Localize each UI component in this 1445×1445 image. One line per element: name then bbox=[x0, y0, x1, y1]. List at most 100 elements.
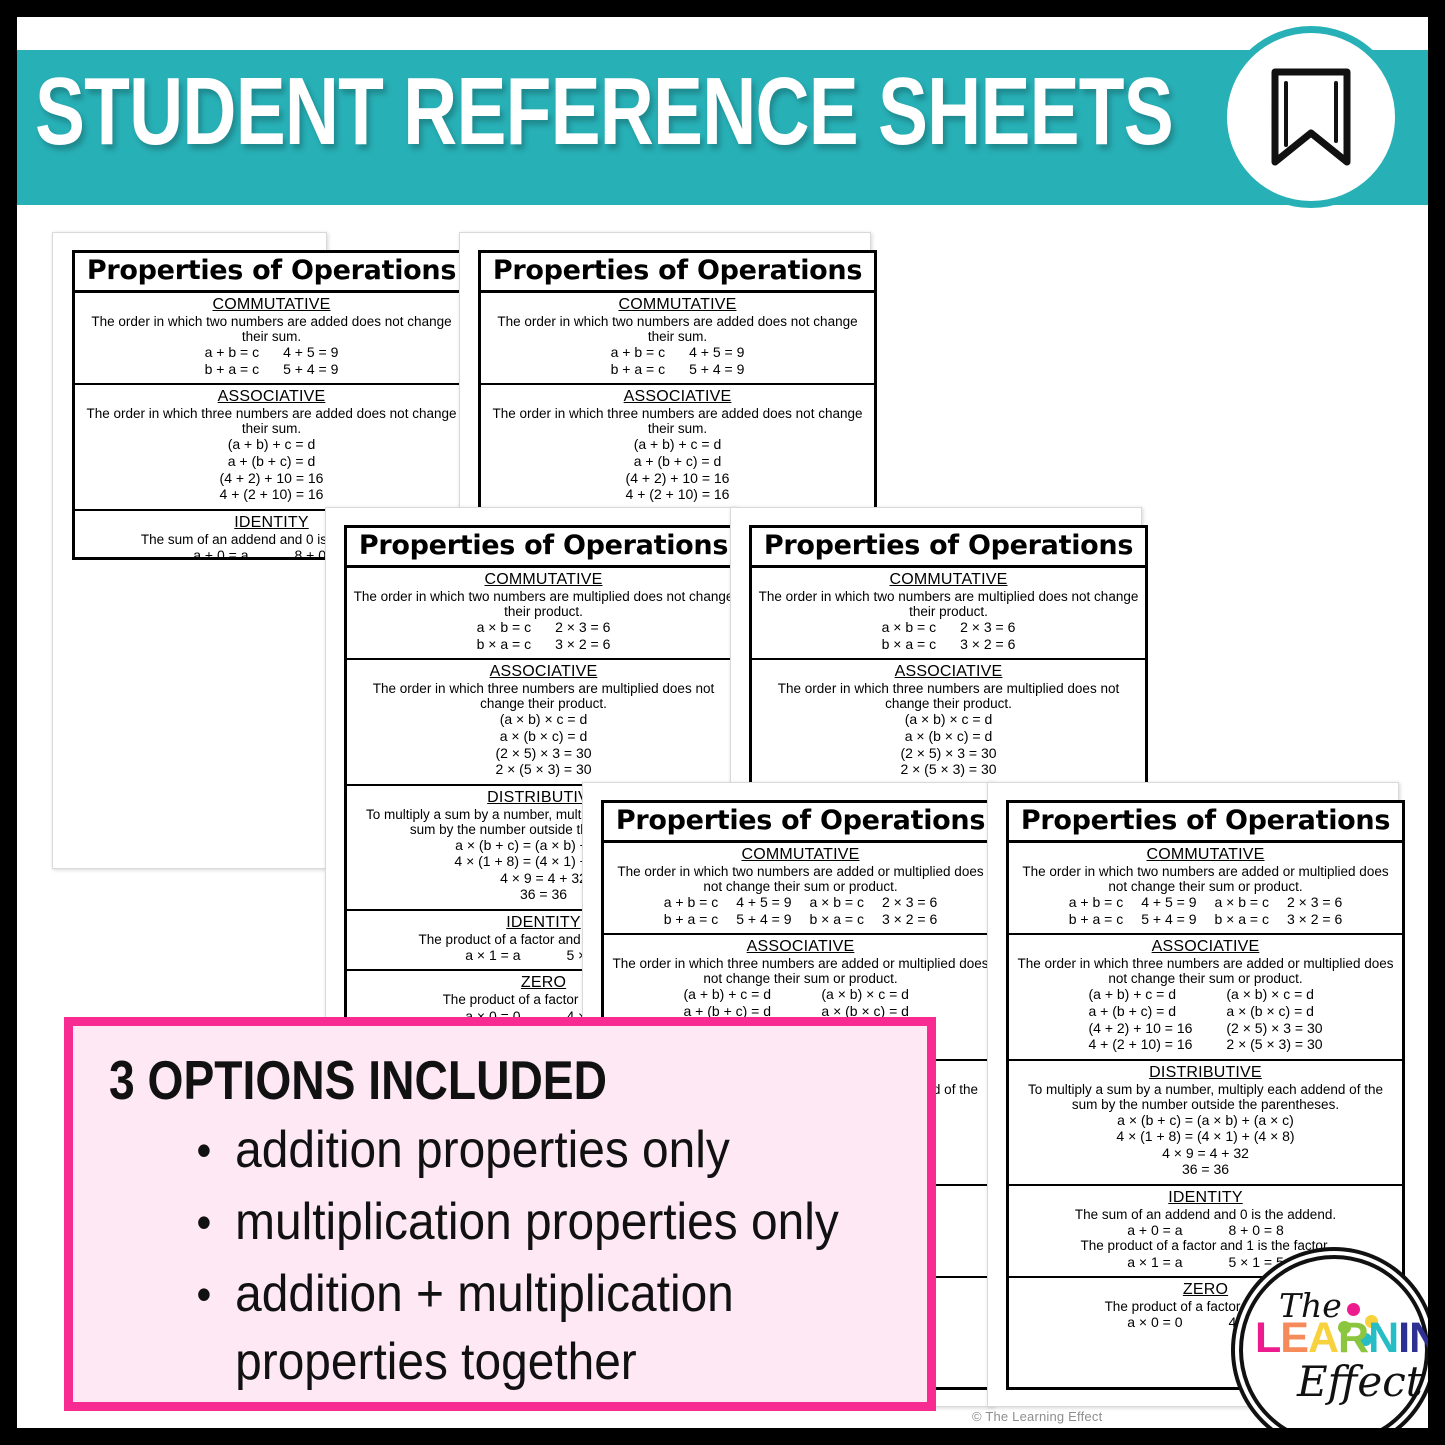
prop-equation: a × b = c b × a = c bbox=[881, 619, 937, 652]
prop-name: COMMUTATIVE bbox=[212, 296, 331, 313]
prop-commutative: COMMUTATIVE The order in which two numbe… bbox=[75, 293, 468, 386]
gear-icon bbox=[1365, 1315, 1378, 1328]
prop-description: The order in which two numbers are multi… bbox=[353, 589, 734, 620]
prop-commutative: COMMUTATIVE The order in which two numbe… bbox=[752, 568, 1145, 661]
logo-learning-text: LEARNING bbox=[1255, 1314, 1428, 1363]
logo-the-text: The bbox=[1279, 1286, 1342, 1325]
prop-commutative: COMMUTATIVE The order in which two numbe… bbox=[347, 568, 740, 661]
list-item: multiplication properties only bbox=[191, 1188, 872, 1256]
options-callout: 3 OPTIONS INCLUDED addition properties o… bbox=[64, 1017, 936, 1411]
logo-effect-text: Effect bbox=[1297, 1357, 1423, 1406]
prop-name: IDENTITY bbox=[234, 513, 309, 531]
prop-equation: 2 × 3 = 6 3 × 2 = 6 bbox=[960, 619, 1016, 652]
prop-description: The order in which three numbers are add… bbox=[86, 406, 457, 437]
prop-associative: ASSOCIATIVE The order in which three num… bbox=[347, 660, 740, 786]
prop-name: DISTRIBUTIVE bbox=[1149, 1063, 1262, 1081]
logo-letter: I bbox=[1398, 1314, 1410, 1362]
prop-description: The order in which three numbers are mul… bbox=[777, 681, 1120, 712]
prop-identity: IDENTITY The sum of an addend and 0 is t… bbox=[1009, 1186, 1402, 1279]
prop-associative: ASSOCIATIVE The order in which three num… bbox=[1009, 935, 1402, 1061]
copyright-text: © The Learning Effect bbox=[972, 1409, 1103, 1424]
prop-equation: 2 × 3 = 6 3 × 2 = 6 bbox=[1286, 894, 1343, 927]
prop-equation: a + b = c b + a = c bbox=[663, 894, 719, 927]
learning-effect-logo: The LEARNING Effect bbox=[1239, 1255, 1428, 1428]
bookmark-icon bbox=[1268, 63, 1354, 171]
prop-name: COMMUTATIVE bbox=[889, 571, 1008, 588]
prop-associative: ASSOCIATIVE The order in which three num… bbox=[752, 660, 1145, 783]
prop-equation: a × b = c b × a = c bbox=[809, 894, 864, 927]
list-item: addition + multiplication properties tog… bbox=[191, 1260, 872, 1396]
logo-letter: N bbox=[1368, 1314, 1399, 1362]
prop-equation: (a × b) × c = d a × (b × c) = d (2 × 5) … bbox=[900, 711, 997, 778]
prop-equation: a + b = c b + a = c bbox=[610, 344, 666, 377]
card-title: Properties of Operations bbox=[481, 253, 874, 293]
list-item: addition properties only bbox=[191, 1116, 872, 1184]
prop-description: The order in which three numbers are mul… bbox=[372, 681, 715, 712]
prop-name: COMMUTATIVE bbox=[1146, 846, 1265, 863]
callout-list: addition properties only multiplication … bbox=[191, 1116, 931, 1400]
prop-name: ASSOCIATIVE bbox=[746, 938, 855, 956]
prop-equation: 8 + 0 = 8 bbox=[1228, 1221, 1284, 1238]
logo-letter: A bbox=[1307, 1314, 1339, 1362]
prop-commutative: COMMUTATIVE The order in which two numbe… bbox=[481, 293, 874, 386]
prop-equation: 4 + 5 = 9 5 + 4 = 9 bbox=[1141, 894, 1197, 927]
prop-equation: a × 1 = a bbox=[465, 946, 521, 963]
prop-equation: a + b = c b + a = c bbox=[204, 344, 260, 377]
prop-commutative: COMMUTATIVE The order in which two numbe… bbox=[604, 843, 997, 936]
gear-icon bbox=[1347, 1303, 1360, 1316]
prop-associative: ASSOCIATIVE The order in which three num… bbox=[481, 385, 874, 508]
prop-equation: 2 × 3 = 6 3 × 2 = 6 bbox=[881, 894, 938, 927]
prop-name: COMMUTATIVE bbox=[618, 296, 737, 313]
card-combined-2[interactable]: Properties of Operations COMMUTATIVE The… bbox=[1006, 800, 1405, 1390]
prop-equation: (a + b) + c = d a + (b + c) = d (4 + 2) … bbox=[219, 436, 324, 503]
prop-equation: a × (b + c) = (a × b) + (a × c) 4 × (1 +… bbox=[1116, 1111, 1295, 1178]
gear-icon bbox=[1359, 1333, 1372, 1346]
prop-equation: (a × b) × c = d a × (b × c) = d (2 × 5) … bbox=[495, 711, 592, 778]
logo-letter: N bbox=[1409, 1314, 1428, 1362]
gear-icon bbox=[1338, 1321, 1351, 1334]
prop-equation: (a × b) × c = d a × (b × c) = d (2 × 5) … bbox=[1226, 986, 1323, 1053]
prop-name: ASSOCIATIVE bbox=[489, 663, 598, 681]
card-title: Properties of Operations bbox=[1009, 803, 1402, 843]
prop-commutative: COMMUTATIVE The order in which two numbe… bbox=[1009, 843, 1402, 936]
prop-name: ASSOCIATIVE bbox=[1151, 938, 1260, 956]
bookmark-badge bbox=[1220, 26, 1402, 208]
prop-equation: 4 + 5 = 9 5 + 4 = 9 bbox=[689, 344, 745, 377]
page-title: STUDENT REFERENCE SHEETS bbox=[35, 58, 1174, 165]
prop-name: DISTRIBUTIVE bbox=[487, 788, 600, 806]
prop-equation: a × 0 = 0 bbox=[465, 1007, 521, 1024]
prop-description: The order in which two numbers are added… bbox=[91, 314, 452, 345]
prop-description: The order in which two numbers are added… bbox=[1022, 864, 1389, 895]
prop-description: The product of a factor and 1 is the fac… bbox=[1080, 1238, 1331, 1254]
card-title: Properties of Operations bbox=[752, 528, 1145, 568]
card-title: Properties of Operations bbox=[75, 253, 468, 293]
poster-canvas: STUDENT REFERENCE SHEETS Properties of O… bbox=[17, 17, 1428, 1428]
logo-letter: R bbox=[1338, 1314, 1369, 1362]
prop-description: The order in which three numbers are add… bbox=[492, 406, 863, 437]
prop-description: The order in which three numbers are add… bbox=[612, 956, 989, 987]
card-addition-2[interactable]: Properties of Operations COMMUTATIVE The… bbox=[478, 250, 877, 518]
logo-letter: E bbox=[1280, 1314, 1309, 1362]
prop-equation: a × b = c b × a = c bbox=[1214, 894, 1269, 927]
header-band bbox=[17, 50, 1428, 205]
prop-description: To multiply a sum by a number, multiply … bbox=[1028, 1081, 1383, 1112]
card-title: Properties of Operations bbox=[347, 528, 740, 568]
prop-description: The sum of an addend and 0 is the addend… bbox=[1074, 1206, 1337, 1222]
prop-associative: ASSOCIATIVE The order in which three num… bbox=[75, 385, 468, 511]
prop-equation: a + 0 = a bbox=[1127, 1221, 1183, 1238]
prop-name: COMMUTATIVE bbox=[484, 571, 603, 588]
prop-name: ASSOCIATIVE bbox=[623, 388, 732, 406]
card-title: Properties of Operations bbox=[604, 803, 997, 843]
prop-equation: a + 0 = a bbox=[193, 546, 249, 560]
prop-equation: 4 + 5 = 9 5 + 4 = 9 bbox=[283, 344, 339, 377]
prop-description: The order in which two numbers are added… bbox=[497, 314, 858, 345]
prop-equation: 5 × 1 = 5 bbox=[1228, 1253, 1284, 1270]
prop-name: COMMUTATIVE bbox=[741, 846, 860, 863]
prop-equation: 4 + 5 = 9 5 + 4 = 9 bbox=[736, 894, 792, 927]
callout-heading: 3 OPTIONS INCLUDED bbox=[109, 1049, 607, 1111]
prop-equation: a + b = c b + a = c bbox=[1068, 894, 1124, 927]
prop-name: IDENTITY bbox=[506, 913, 581, 931]
card-multiplication-2[interactable]: Properties of Operations COMMUTATIVE The… bbox=[749, 525, 1148, 795]
prop-equation: a × 1 = a bbox=[1127, 1253, 1183, 1270]
prop-distributive: DISTRIBUTIVE To multiply a sum by a numb… bbox=[1009, 1061, 1402, 1186]
